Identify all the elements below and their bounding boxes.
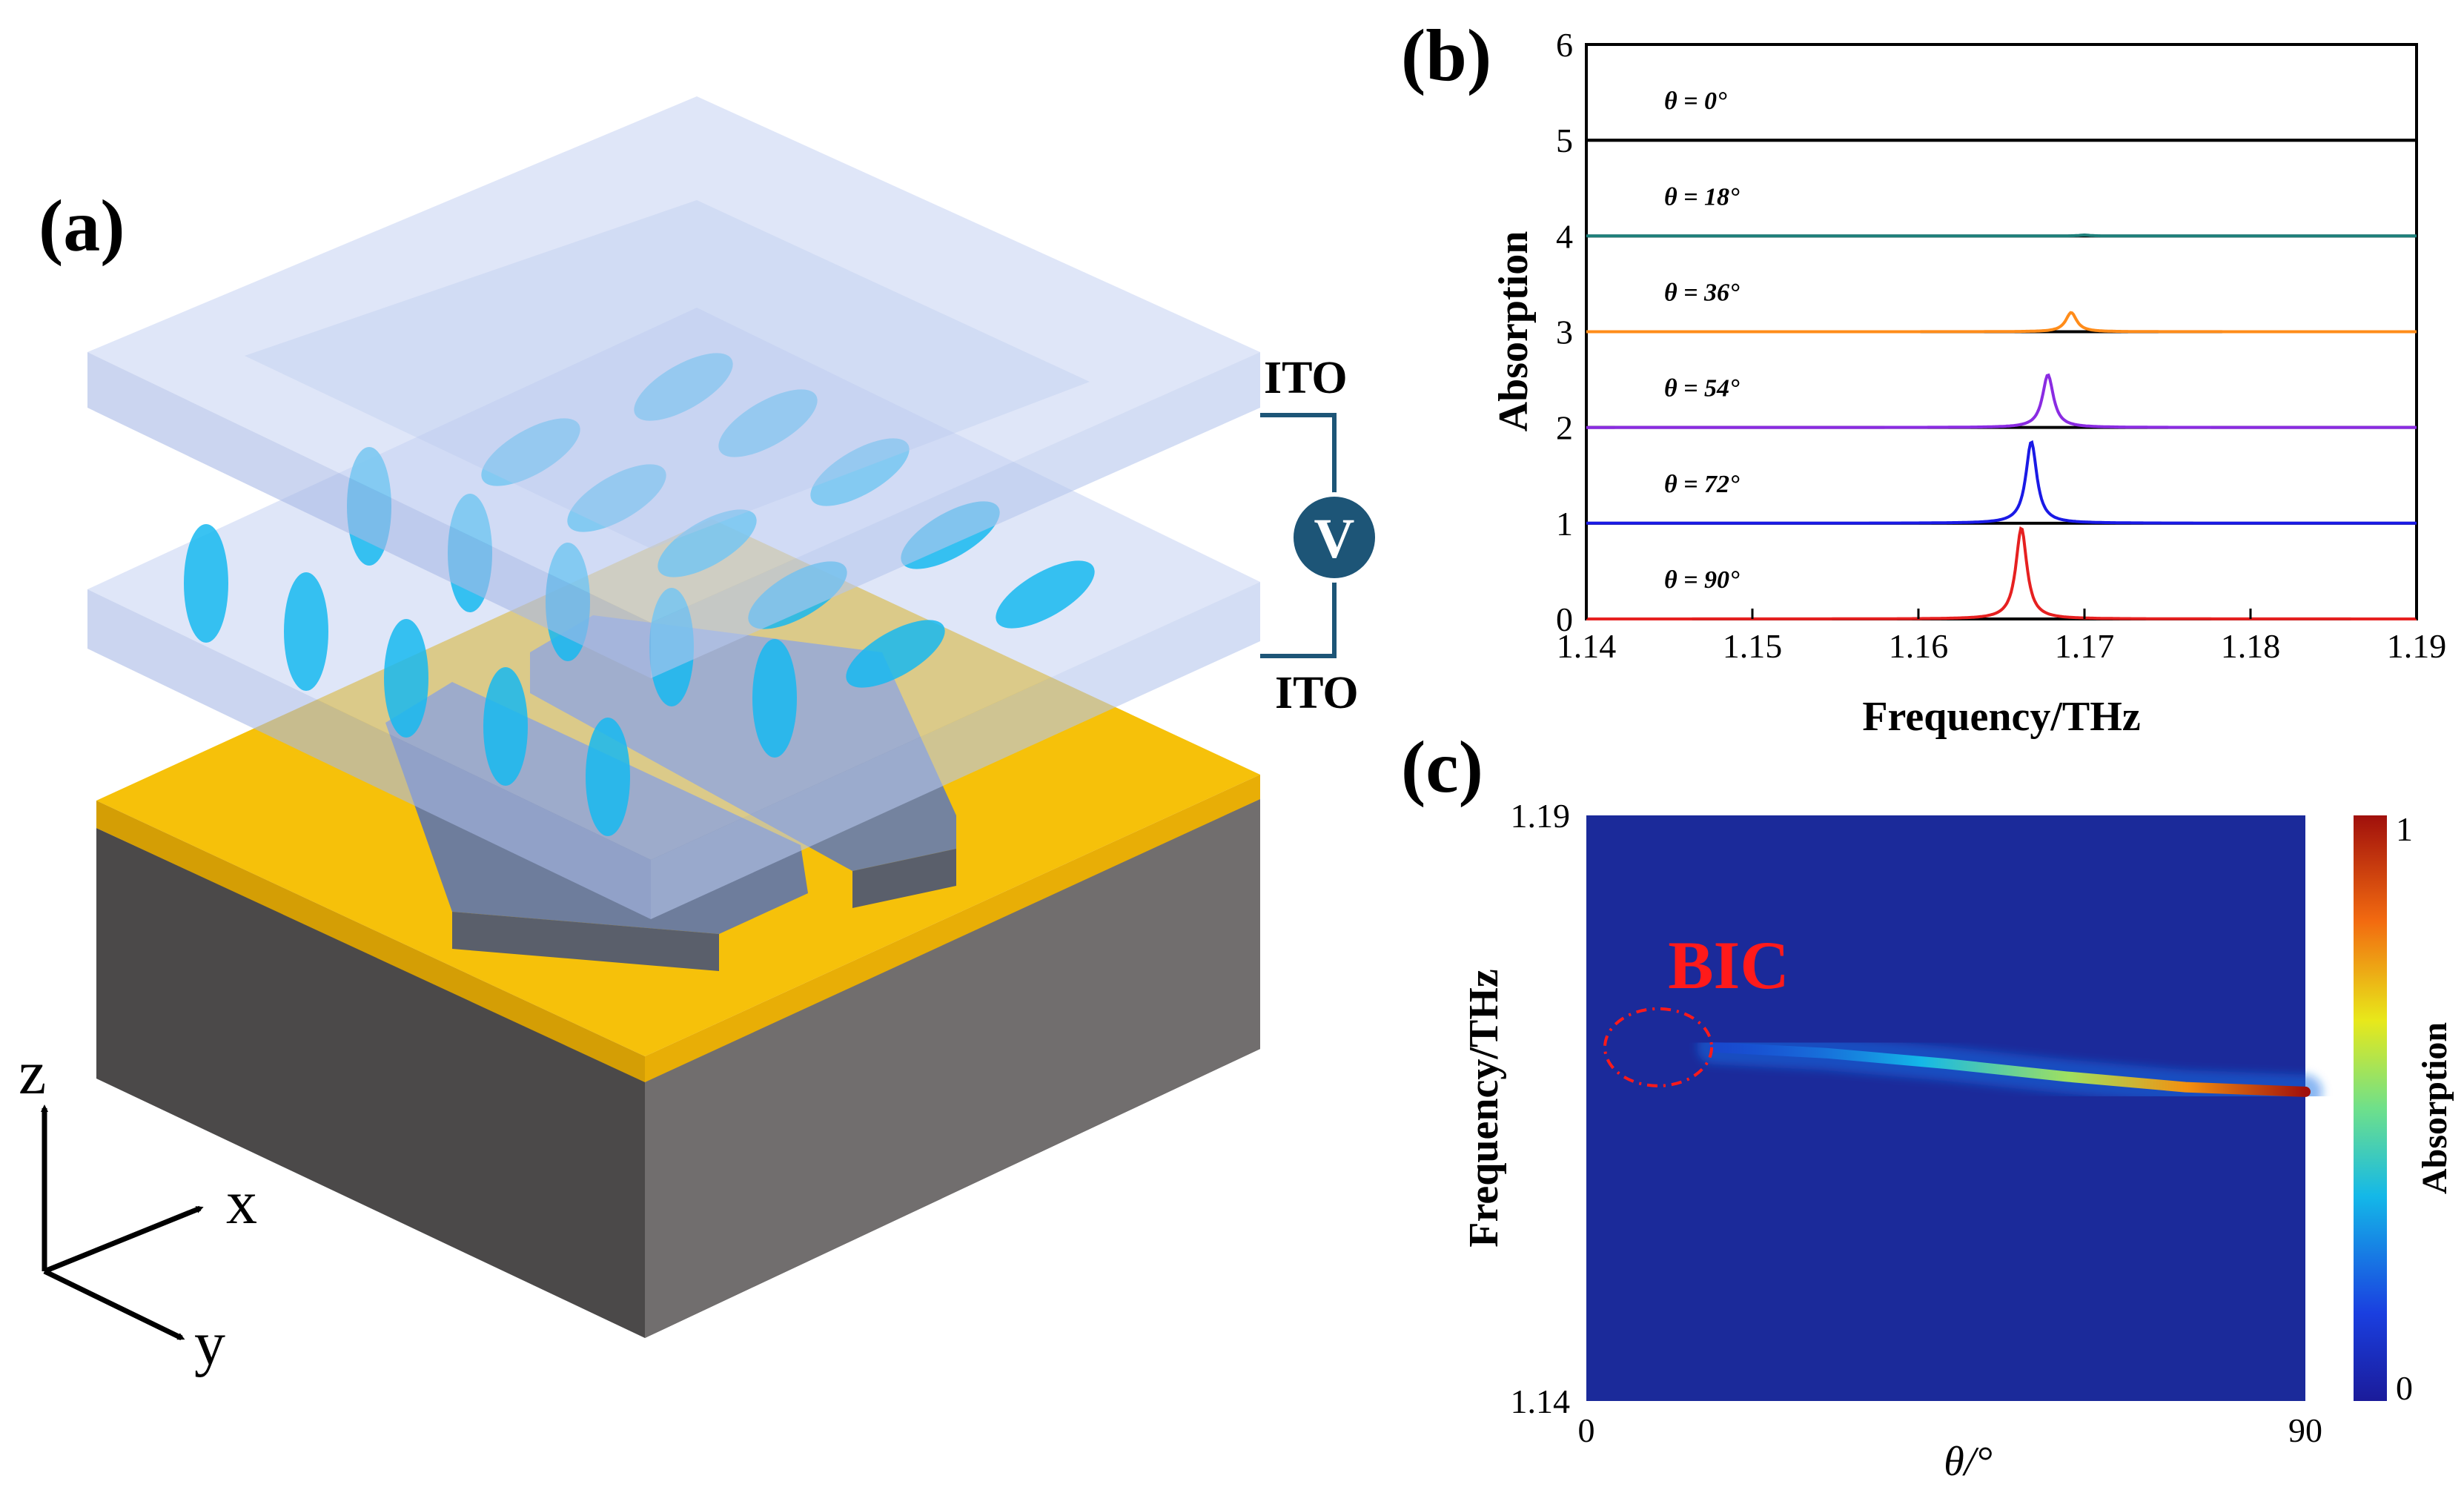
bic-annotation: BIC bbox=[1668, 927, 1789, 1003]
x-tick-label: 90 bbox=[2288, 1411, 2322, 1449]
series-label: θ = 0° bbox=[1664, 87, 1727, 115]
y-tick-label: 4 bbox=[1556, 217, 1573, 255]
series-label: θ = 18° bbox=[1664, 183, 1740, 211]
coordinate-axes bbox=[41, 1104, 204, 1341]
lc-molecule bbox=[586, 718, 630, 836]
substrate-front-right bbox=[645, 799, 1260, 1338]
z-axis-label: z bbox=[19, 1039, 46, 1107]
plot-c-x-axis-label: θ/° bbox=[1944, 1439, 1992, 1485]
y-tick-label: 1.19 bbox=[1511, 797, 1571, 835]
gold-side-right bbox=[645, 775, 1260, 1082]
lc-molecule bbox=[184, 524, 228, 643]
x-tick-label: 0 bbox=[1578, 1411, 1595, 1449]
series-line bbox=[1586, 373, 2417, 429]
x-tick-label: 1.15 bbox=[1723, 627, 1783, 665]
x-tick-label: 1.17 bbox=[2055, 627, 2115, 665]
plot-b-curves bbox=[1586, 139, 2417, 620]
plot-b-y-ticks: 0 1 2 3 4 5 6 bbox=[1556, 26, 1573, 638]
voltage-source-label: V bbox=[1314, 508, 1355, 570]
x-axis-arrow bbox=[43, 1205, 204, 1274]
resonator-right-side bbox=[852, 849, 956, 908]
lc-molecule bbox=[384, 619, 428, 738]
voltage-circuit: V bbox=[1260, 413, 1380, 658]
series-label: θ = 36° bbox=[1664, 279, 1740, 307]
ito-top-label: ITO bbox=[1264, 353, 1348, 403]
ito-top-top-face bbox=[87, 96, 1260, 623]
plot-b-series-labels: θ = 0° θ = 18° θ = 36° θ = 54° θ = 72° θ = 90… bbox=[1664, 87, 1740, 594]
substrate-block bbox=[96, 799, 1260, 1338]
ito-bottom-label: ITO bbox=[1275, 668, 1359, 718]
ito-bottom-left-face bbox=[87, 589, 651, 919]
circuit-wire-bottom bbox=[1260, 578, 1337, 658]
lc-molecule bbox=[752, 639, 797, 758]
x-tick-label: 1.18 bbox=[2221, 627, 2281, 665]
y-tick-label: 6 bbox=[1556, 26, 1573, 64]
ito-top-right-face bbox=[651, 352, 1260, 678]
series-line bbox=[1586, 311, 2417, 334]
plot-b-x-axis-label: Frequency/THz bbox=[1862, 694, 2140, 740]
lc-molecule bbox=[284, 572, 328, 691]
x-tick-label: 1.14 bbox=[1557, 627, 1617, 665]
x-axis-label: x bbox=[226, 1168, 257, 1237]
plot-b-y-axis-label: Absorption bbox=[1491, 231, 1537, 432]
resonator-left-side bbox=[452, 912, 719, 971]
ito-glass-top bbox=[87, 96, 1260, 678]
plot-c-y-ticks: 1.14 1.19 bbox=[1511, 797, 1571, 1420]
band-core bbox=[1709, 1041, 2311, 1097]
gold-side-left bbox=[96, 801, 645, 1082]
ito-top-left-face bbox=[87, 352, 651, 678]
y-axis-label: y bbox=[194, 1309, 225, 1378]
bic-ellipse bbox=[1603, 1007, 1713, 1087]
series-line bbox=[1586, 526, 2417, 620]
x-tick-label: 1.19 bbox=[2387, 627, 2447, 665]
ito-bottom-right-face bbox=[651, 582, 1260, 919]
y-tick-label: 1.14 bbox=[1511, 1382, 1571, 1420]
colorbar-ticks: 01 bbox=[2396, 810, 2413, 1407]
panel-a: (a) bbox=[19, 96, 1380, 1378]
panel-b-label: (b) bbox=[1401, 14, 1491, 96]
colorbar-tick-label: 1 bbox=[2396, 810, 2413, 848]
plot-c-x-ticks: 0 90 bbox=[1578, 1411, 2323, 1449]
panel-c-label: (c) bbox=[1401, 726, 1483, 808]
colorbar-label: Absorption bbox=[2415, 1022, 2454, 1194]
ito-top-inner-face bbox=[245, 200, 1090, 549]
panel-a-label: (a) bbox=[39, 185, 125, 267]
colorbar-tick-label: 0 bbox=[2396, 1369, 2413, 1407]
lc-molecule bbox=[846, 620, 945, 688]
voltage-source-icon bbox=[1289, 492, 1380, 583]
y-tick-label: 2 bbox=[1556, 409, 1573, 447]
lc-molecule bbox=[483, 667, 528, 786]
y-axis-arrow bbox=[43, 1268, 185, 1341]
series-label: θ = 90° bbox=[1664, 566, 1740, 594]
colorbar bbox=[2354, 815, 2387, 1401]
series-line bbox=[1586, 233, 2417, 238]
y-tick-label: 5 bbox=[1556, 122, 1573, 159]
plot-c-y-axis-label: Frequency/THz bbox=[1461, 969, 1507, 1247]
y-tick-label: 1 bbox=[1556, 505, 1573, 543]
y-tick-label: 3 bbox=[1556, 314, 1573, 351]
lc-molecule bbox=[996, 560, 1095, 629]
panel-c: (c) BIC 0 90 1.14 1.19 θ/° Frequency/THz 0… bbox=[1401, 726, 2454, 1485]
series-label: θ = 72° bbox=[1664, 471, 1740, 498]
heatmap-resonance-band bbox=[1697, 1030, 2322, 1109]
x-tick-label: 1.16 bbox=[1889, 627, 1949, 665]
y-tick-label: 0 bbox=[1556, 600, 1573, 638]
plot-b-x-ticks: 1.14 1.15 1.16 1.17 1.18 1.19 bbox=[1557, 609, 2447, 665]
circuit-wire-top bbox=[1260, 413, 1337, 497]
heatmap-background bbox=[1586, 815, 2305, 1401]
panel-b: (b) θ = 0°θ = 18°θ = 36°θ = 54°θ = 72°θ … bbox=[1401, 14, 2446, 740]
series-line bbox=[1586, 440, 2417, 525]
series-label: θ = 54° bbox=[1664, 375, 1740, 403]
